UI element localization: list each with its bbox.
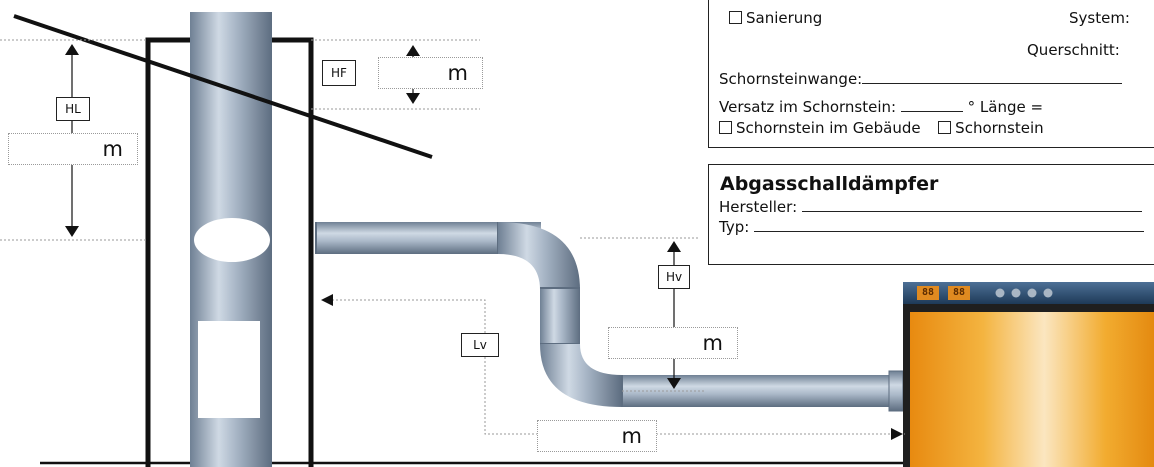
versatz-row: Versatz im Schornstein: ° Länge =	[719, 98, 1043, 116]
boiler-knob	[1027, 288, 1037, 298]
boiler-flue-collar	[888, 370, 904, 412]
versatz-label: Versatz im Schornstein:	[719, 98, 897, 116]
sanierung-checkbox[interactable]	[729, 11, 742, 24]
sanierung-label: Sanierung	[746, 9, 823, 27]
hersteller-label: Hersteller:	[719, 198, 798, 216]
schornsteinwange-row: Schornsteinwange:	[719, 70, 1123, 88]
flue-inlet-opening	[194, 218, 270, 262]
hv-value-field[interactable]: m	[608, 327, 738, 359]
dimension-lines	[71, 53, 675, 378]
schornstein-location-row: Schornstein im Gebäude Schornstein	[719, 119, 1044, 137]
versatz-degree-field[interactable]	[900, 111, 963, 112]
versatz-laenge-label: ° Länge =	[967, 98, 1044, 116]
schornstein-other-label: Schornstein	[955, 119, 1044, 137]
hersteller-row: Hersteller:	[719, 198, 1142, 216]
schornstein-gebaeude-checkbox[interactable]	[719, 121, 732, 134]
hf-label: HF	[322, 60, 356, 86]
roof-line	[13, 14, 433, 159]
guide-lines	[0, 39, 905, 435]
schornsteinwange-label: Schornsteinwange:	[719, 70, 863, 88]
sanierung-row: Sanierung	[729, 9, 822, 27]
schornstein-gebaeude-label: Schornstein im Gebäude	[736, 119, 921, 137]
silencer-form: Abgasschalldämpfer Hersteller: Typ:	[708, 164, 1154, 265]
chimney-data-form: Sanierung System: Querschnitt: Schornste…	[708, 0, 1154, 148]
hl-value-field[interactable]: m	[8, 133, 138, 165]
silencer-title: Abgasschalldämpfer	[720, 173, 939, 195]
hv-label: Hv	[658, 265, 690, 289]
boiler-front	[910, 312, 1154, 467]
schornstein-other-checkbox[interactable]	[938, 121, 952, 134]
boiler-knob	[1043, 288, 1053, 298]
typ-field[interactable]	[754, 231, 1145, 232]
cleanout-opening	[198, 321, 260, 418]
hersteller-field[interactable]	[801, 211, 1142, 212]
boiler-display-2: 88	[948, 286, 970, 300]
lv-value-field[interactable]: m	[537, 420, 657, 452]
connector-elbow-upper	[498, 222, 580, 290]
connector-pipe-vertical	[540, 288, 580, 344]
system-label: System:	[1069, 9, 1130, 27]
arrowheads	[65, 44, 903, 440]
lv-label: Lv	[461, 333, 499, 357]
hl-label: HL	[56, 97, 90, 121]
typ-label: Typ:	[719, 218, 750, 236]
boiler-knob	[1011, 288, 1021, 298]
boiler-display-1: 88	[917, 286, 939, 300]
hf-value-field[interactable]: m	[378, 57, 483, 89]
boiler-knob	[995, 288, 1005, 298]
querschnitt-label: Querschnitt:	[1027, 41, 1120, 59]
connector-elbow-lower	[540, 344, 622, 407]
schornsteinwange-field[interactable]	[862, 83, 1123, 84]
typ-row: Typ:	[719, 218, 1145, 236]
